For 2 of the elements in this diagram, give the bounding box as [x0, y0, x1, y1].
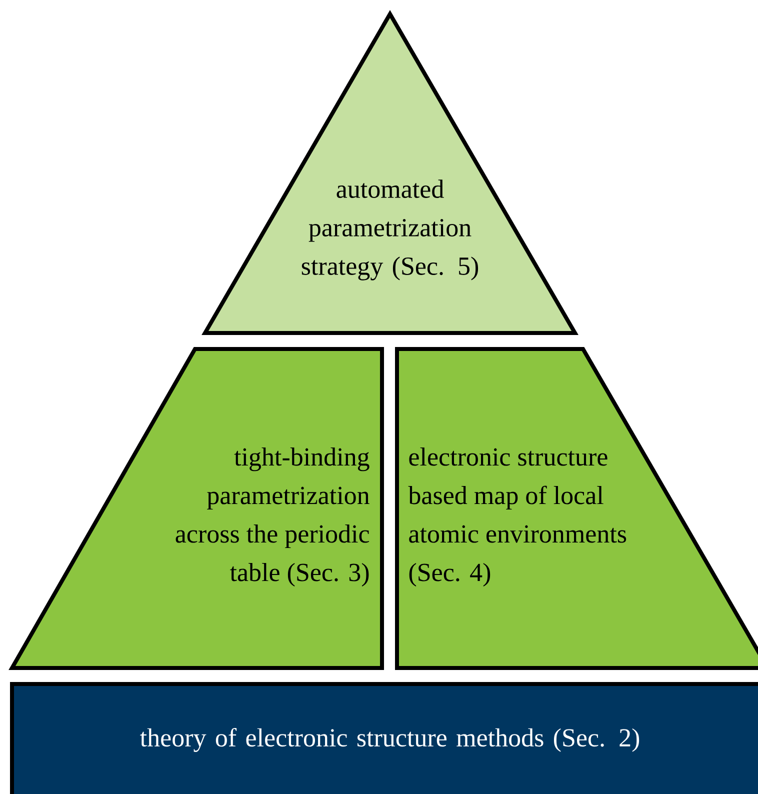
pyramid-base: theory of electronic structure methods (Sec. 2) [10, 682, 758, 794]
pyramid-block: electronic structure based map of local atomic environments (Sec. 4) [395, 347, 758, 670]
